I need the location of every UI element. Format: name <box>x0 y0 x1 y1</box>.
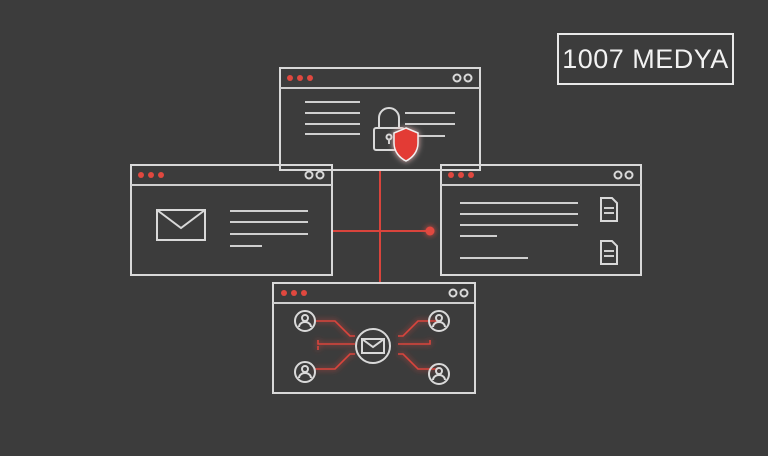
mail-window <box>130 164 333 276</box>
envelope-icon <box>156 209 206 241</box>
documents-window <box>440 164 642 276</box>
connector-lines <box>332 170 435 283</box>
document-icon <box>600 197 618 222</box>
user-icon <box>428 310 450 332</box>
user-icon <box>294 310 316 332</box>
user-icon <box>428 363 450 385</box>
envelope-icon <box>355 328 391 364</box>
lock-icon <box>373 107 405 151</box>
brand-logo: 1007 MEDYA <box>557 33 734 85</box>
network-window <box>272 282 476 394</box>
shield-icon <box>393 127 419 162</box>
security-window <box>279 67 481 171</box>
user-icon <box>294 361 316 383</box>
network-traces <box>315 320 438 370</box>
document-icon <box>600 240 618 265</box>
